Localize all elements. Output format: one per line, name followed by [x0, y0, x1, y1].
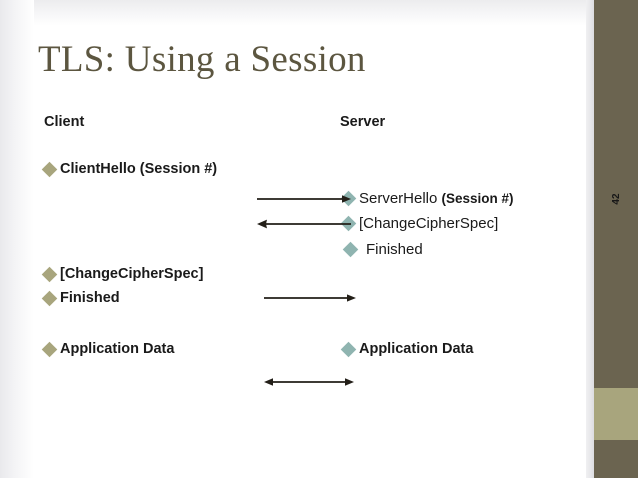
diamond-bullet-icon — [41, 266, 58, 282]
server-message-finished: Finished — [342, 241, 423, 258]
server-message-label: [ChangeCipherSpec] — [359, 215, 499, 232]
server-message-label: Finished — [366, 241, 423, 258]
page-title: TLS: Using a Session — [38, 39, 366, 80]
diamond-bullet-icon — [340, 215, 357, 232]
server-message-changecipherspec: [ChangeCipherSpec] — [340, 215, 499, 232]
server-message-label: ServerHello (Session #) — [359, 190, 514, 207]
diamond-bullet-icon — [41, 161, 58, 177]
client-message-label: [ChangeCipherSpec] — [60, 266, 204, 282]
client-message-application-data: Application Data — [41, 341, 175, 357]
diamond-bullet-icon — [41, 341, 58, 357]
page-number: 42 — [610, 193, 622, 205]
server-message-emphasis: (Session #) — [441, 191, 514, 206]
slide-top-edge-gradient — [0, 0, 638, 26]
client-message-label: ClientHello (Session #) — [60, 161, 218, 177]
diamond-bullet-icon — [342, 241, 359, 258]
server-message-serverhello: ServerHello (Session #) — [340, 190, 514, 207]
arrow-client-to-server-hello — [256, 193, 352, 205]
client-message-finished: Finished — [41, 290, 120, 306]
arrow-server-to-client-changecipherspec — [256, 218, 352, 230]
server-message-text: ServerHello — [359, 190, 442, 207]
client-message-clienthello: ClientHello (Session #) — [41, 161, 218, 177]
diamond-bullet-icon — [41, 290, 58, 306]
diamond-bullet-icon — [340, 190, 357, 207]
client-column-header: Client — [44, 114, 85, 130]
slide-left-edge-gradient — [0, 0, 34, 478]
client-message-label: Application Data — [60, 341, 175, 357]
client-message-changecipherspec: [ChangeCipherSpec] — [41, 266, 204, 282]
sidebar-accent-block — [594, 388, 638, 440]
diamond-bullet-icon — [340, 341, 357, 357]
arrow-application-data-bidirectional — [263, 376, 355, 388]
arrow-client-to-server-finished — [263, 292, 357, 304]
sidebar-seam — [586, 0, 594, 478]
server-column-header: Server — [340, 114, 386, 130]
server-message-application-data: Application Data — [340, 341, 474, 357]
server-message-label: Application Data — [359, 341, 474, 357]
client-message-label: Finished — [60, 290, 120, 306]
